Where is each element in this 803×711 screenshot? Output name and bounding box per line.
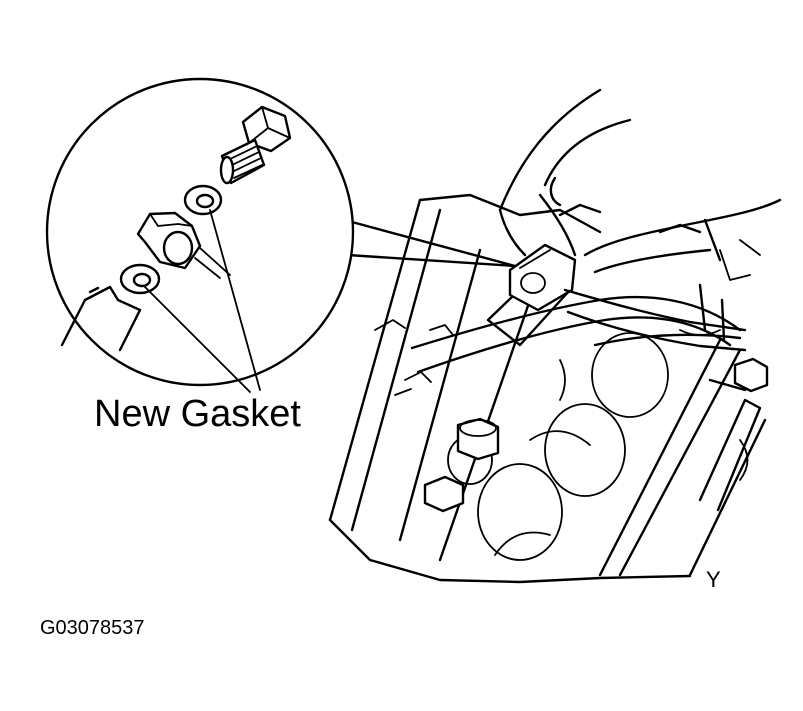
new-gasket-label: New Gasket [94, 393, 301, 435]
fuel-hose [410, 283, 742, 374]
view-marker-label: Y [706, 567, 721, 592]
injector-tip [60, 285, 142, 352]
hands [498, 88, 782, 274]
lower-gasket [119, 263, 161, 295]
upper-gasket [183, 184, 223, 216]
wrench-tool [563, 288, 747, 352]
detail-circle [45, 77, 355, 387]
callout-pointer [346, 220, 517, 268]
union-fitting [508, 243, 577, 312]
detail-callout [45, 77, 517, 387]
cylinder-head [328, 193, 769, 584]
figure-id-label: G03078537 [40, 617, 145, 639]
union-body [136, 211, 231, 279]
gasket-leader-lines [144, 209, 261, 393]
union-bolt [219, 105, 292, 185]
